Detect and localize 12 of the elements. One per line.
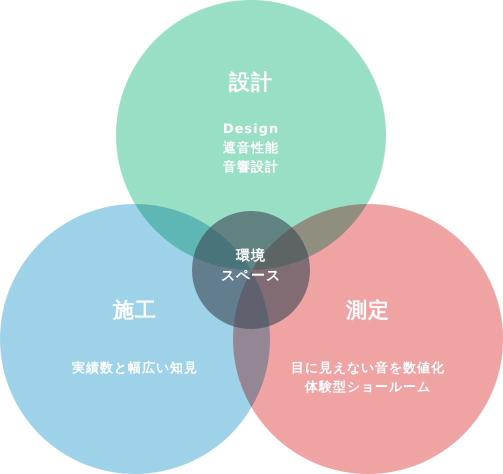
circle-text: スペース (221, 268, 281, 284)
circle-text: 環境 (236, 248, 266, 264)
circle-title: 測定 (346, 298, 390, 322)
circle-text: 体験型ショールーム (305, 380, 431, 395)
circle-text: 実績数と幅広い知見 (72, 361, 198, 376)
circle-title: 設計 (229, 70, 273, 94)
circle-text: 目に見えない音を数値化 (291, 361, 445, 376)
circle-text: 音響設計 (223, 160, 279, 175)
circle-title: 施工 (113, 298, 157, 322)
venn-circle (192, 211, 310, 329)
circle-text: Design (222, 122, 280, 137)
circle-text: 遮音性能 (223, 141, 279, 156)
